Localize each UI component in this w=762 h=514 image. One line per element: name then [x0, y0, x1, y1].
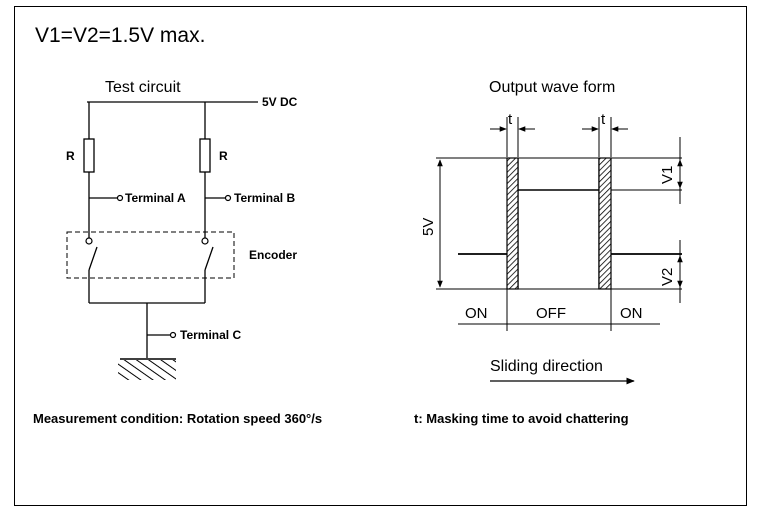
test-circuit: Test circuit 5V DC R Terminal A R	[66, 79, 298, 380]
v2-dimension: V2	[659, 240, 683, 303]
supply-label: 5V DC	[262, 95, 298, 109]
resistor-right	[199, 138, 211, 173]
sliding-direction: Sliding direction	[490, 358, 635, 385]
test-circuit-heading: Test circuit	[105, 79, 181, 96]
left-branch: R Terminal A	[66, 102, 186, 303]
terminal-a-label: Terminal A	[125, 191, 186, 205]
resistor-left-label: R	[66, 149, 75, 163]
t-dimension-left: t	[490, 111, 535, 157]
sliding-direction-label: Sliding direction	[490, 358, 603, 375]
masking-band-left	[506, 157, 519, 290]
encoder-label: Encoder	[249, 248, 297, 262]
t-label-left: t	[508, 111, 513, 128]
voltage-5v-label: 5V	[420, 218, 437, 236]
encoder-box	[66, 231, 235, 279]
terminal-b-node	[224, 194, 232, 202]
t-label-right: t	[601, 111, 606, 128]
v2-label: V2	[659, 268, 676, 286]
switch-left-top-contact	[85, 237, 93, 245]
state-off: OFF	[536, 305, 566, 322]
terminal-a-node	[116, 194, 124, 202]
measurement-condition-note: Measurement condition: Rotation speed 36…	[33, 411, 322, 426]
resistor-left	[83, 138, 95, 173]
state-row: ON OFF ON	[458, 289, 660, 331]
masking-time-note: t: Masking time to avoid chattering	[414, 411, 629, 426]
diagram-frame	[14, 6, 747, 506]
state-on-right: ON	[620, 305, 643, 322]
terminal-b-label: Terminal B	[234, 191, 295, 205]
voltage-5v-dimension: 5V	[420, 159, 443, 288]
terminal-c-label: Terminal C	[180, 328, 241, 342]
switch-left-blade	[88, 246, 98, 271]
waveform-heading: Output wave form	[489, 79, 615, 96]
ground-icon	[118, 358, 176, 380]
terminal-c-node	[169, 331, 177, 339]
common-line: Terminal C	[89, 302, 241, 358]
switch-right-blade	[204, 246, 214, 271]
supply-rail: 5V DC	[87, 95, 298, 109]
right-branch: R Terminal B	[199, 102, 295, 303]
output-waveform: Output wave form t t 5V	[420, 79, 683, 385]
page-title: V1=V2=1.5V max.	[35, 24, 205, 47]
switch-right-top-contact	[201, 237, 209, 245]
v1-dimension: V1	[659, 137, 683, 204]
t-dimension-right: t	[582, 111, 628, 157]
v1-label: V1	[659, 166, 676, 184]
masking-band-right	[598, 157, 612, 290]
state-on-left: ON	[465, 305, 488, 322]
resistor-right-label: R	[219, 149, 228, 163]
